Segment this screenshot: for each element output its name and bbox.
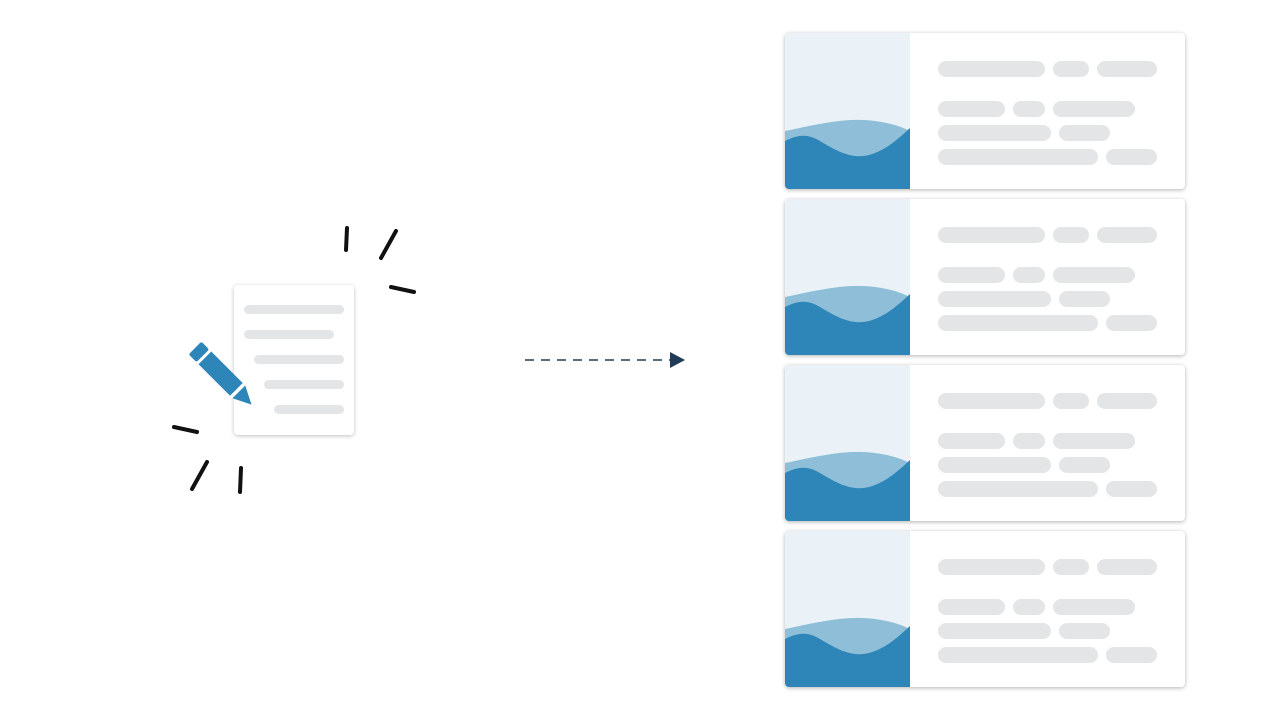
placeholder-text bbox=[1053, 227, 1089, 243]
card-thumbnail bbox=[785, 365, 910, 521]
placeholder-text bbox=[1059, 125, 1110, 141]
placeholder-text bbox=[1013, 433, 1045, 449]
placeholder-text bbox=[1013, 101, 1045, 117]
placeholder-text bbox=[1053, 393, 1089, 409]
result-card-4 bbox=[785, 531, 1185, 687]
wave-front bbox=[785, 626, 910, 687]
placeholder-text bbox=[1106, 315, 1157, 331]
placeholder-text bbox=[938, 227, 1045, 243]
placeholder-text bbox=[938, 433, 1005, 449]
placeholder-text bbox=[1097, 227, 1157, 243]
arrow-head bbox=[670, 352, 685, 368]
placeholder-text bbox=[1059, 291, 1110, 307]
placeholder-text bbox=[1053, 599, 1135, 615]
placeholder-text bbox=[938, 101, 1005, 117]
wave-image-icon bbox=[785, 617, 910, 687]
card-thumbnail bbox=[785, 33, 910, 189]
spark-line bbox=[379, 229, 398, 260]
placeholder-text bbox=[938, 393, 1045, 409]
pencil-eraser bbox=[189, 342, 209, 362]
placeholder-text bbox=[1053, 61, 1089, 77]
spark-lines-top bbox=[344, 226, 416, 294]
placeholder-text bbox=[938, 599, 1005, 615]
card-thumbnail bbox=[785, 531, 910, 687]
spark-line bbox=[190, 460, 209, 491]
placeholder-text bbox=[1097, 559, 1157, 575]
placeholder-text bbox=[938, 267, 1005, 283]
placeholder-text bbox=[1097, 393, 1157, 409]
placeholder-text bbox=[938, 149, 1098, 165]
placeholder-text bbox=[938, 291, 1051, 307]
placeholder-text bbox=[1013, 267, 1045, 283]
placeholder-text bbox=[1053, 101, 1135, 117]
placeholder-text bbox=[1106, 481, 1157, 497]
placeholder-text bbox=[938, 623, 1051, 639]
placeholder-text bbox=[938, 457, 1051, 473]
wave-image-icon bbox=[785, 451, 910, 521]
wave-front bbox=[785, 460, 910, 521]
wave-image-icon bbox=[785, 285, 910, 355]
spark-line bbox=[238, 466, 243, 494]
result-card-1 bbox=[785, 33, 1185, 189]
placeholder-text bbox=[938, 559, 1045, 575]
spark-line bbox=[389, 285, 416, 294]
spark-line bbox=[344, 226, 349, 252]
placeholder-text bbox=[938, 125, 1051, 141]
spark-lines-bottom bbox=[172, 425, 243, 494]
placeholder-text bbox=[938, 647, 1098, 663]
placeholder-text bbox=[1053, 267, 1135, 283]
doc-line bbox=[244, 330, 334, 339]
placeholder-text bbox=[1097, 61, 1157, 77]
doc-line bbox=[244, 305, 344, 314]
placeholder-text bbox=[1059, 457, 1110, 473]
document-icon bbox=[234, 285, 354, 435]
result-card-3 bbox=[785, 365, 1185, 521]
doc-line bbox=[274, 405, 344, 414]
result-card-2 bbox=[785, 199, 1185, 355]
placeholder-text bbox=[938, 481, 1098, 497]
placeholder-text bbox=[1013, 599, 1045, 615]
dashed-arrow-icon bbox=[525, 352, 685, 368]
doc-line bbox=[254, 355, 344, 364]
placeholder-text bbox=[1053, 433, 1135, 449]
placeholder-text bbox=[1106, 647, 1157, 663]
card-thumbnail bbox=[785, 199, 910, 355]
placeholder-text bbox=[1106, 149, 1157, 165]
placeholder-text bbox=[1059, 623, 1110, 639]
wave-front bbox=[785, 128, 910, 189]
doc-line bbox=[264, 380, 344, 389]
placeholder-text bbox=[1053, 559, 1089, 575]
spark-line bbox=[172, 425, 199, 434]
wave-front bbox=[785, 294, 910, 355]
placeholder-text bbox=[938, 315, 1098, 331]
placeholder-text bbox=[938, 61, 1045, 77]
wave-image-icon bbox=[785, 119, 910, 189]
